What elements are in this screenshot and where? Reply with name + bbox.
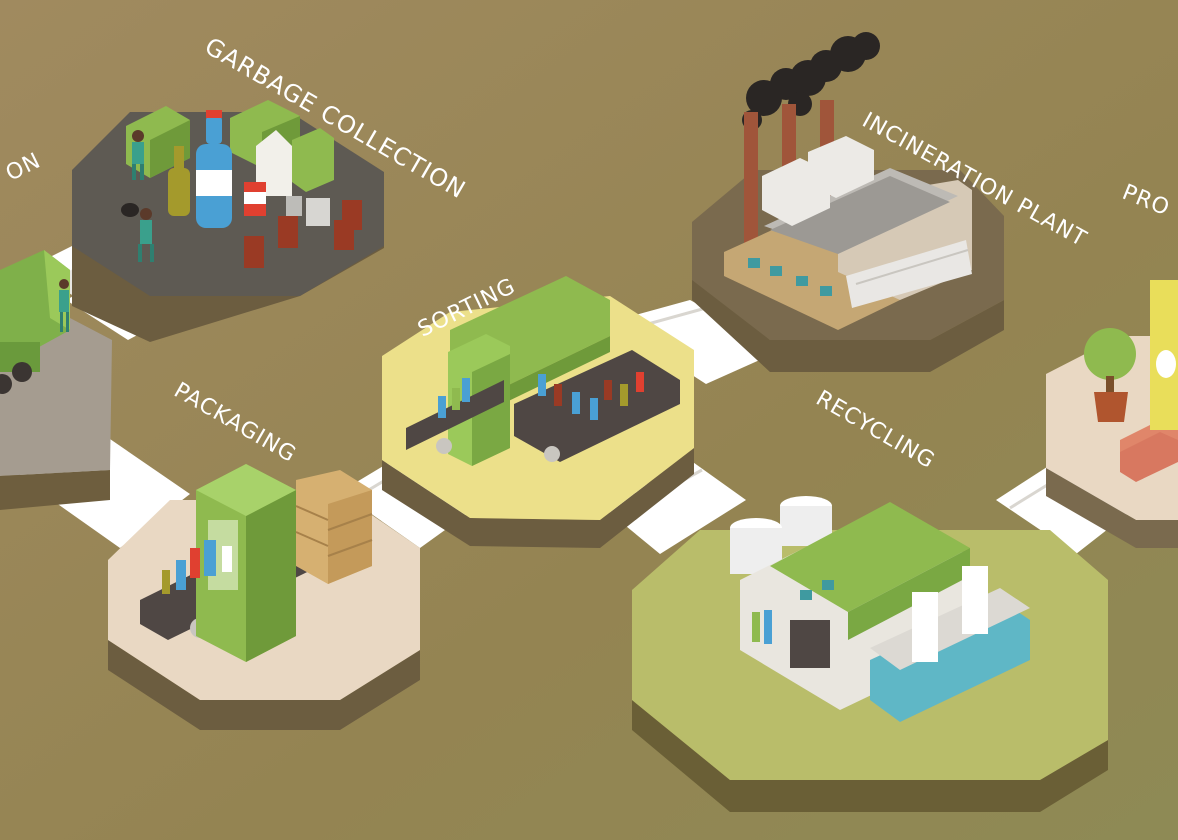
- product-box-icon: [1150, 280, 1178, 430]
- garbage-truck-icon: [0, 250, 70, 394]
- packaging-machine-icon: [196, 464, 296, 662]
- potted-plant-icon: [1084, 328, 1136, 422]
- platform-incineration-plant: [692, 32, 1004, 372]
- platform-recycling: [632, 496, 1108, 812]
- bottles-on-belt-icon: [162, 540, 232, 594]
- cardboard-boxes-icon: [295, 470, 373, 584]
- worker-icon: [59, 279, 69, 332]
- bottles-on-belt-icon: [438, 372, 644, 420]
- worker-icon: [121, 130, 154, 262]
- platform-collection: [0, 250, 112, 510]
- platform-garbage-collection: [72, 100, 384, 342]
- platform-packaging: [108, 464, 420, 730]
- factory-building-icon: [724, 136, 972, 330]
- recycling-plant-icon: [730, 496, 1030, 722]
- platform-products: [1046, 280, 1178, 548]
- books-icon: [1120, 420, 1178, 482]
- platform-sorting: [382, 276, 694, 548]
- milk-carton-icon: [256, 130, 292, 196]
- barrel-icon: [244, 182, 362, 268]
- bottle-icon: [168, 110, 232, 228]
